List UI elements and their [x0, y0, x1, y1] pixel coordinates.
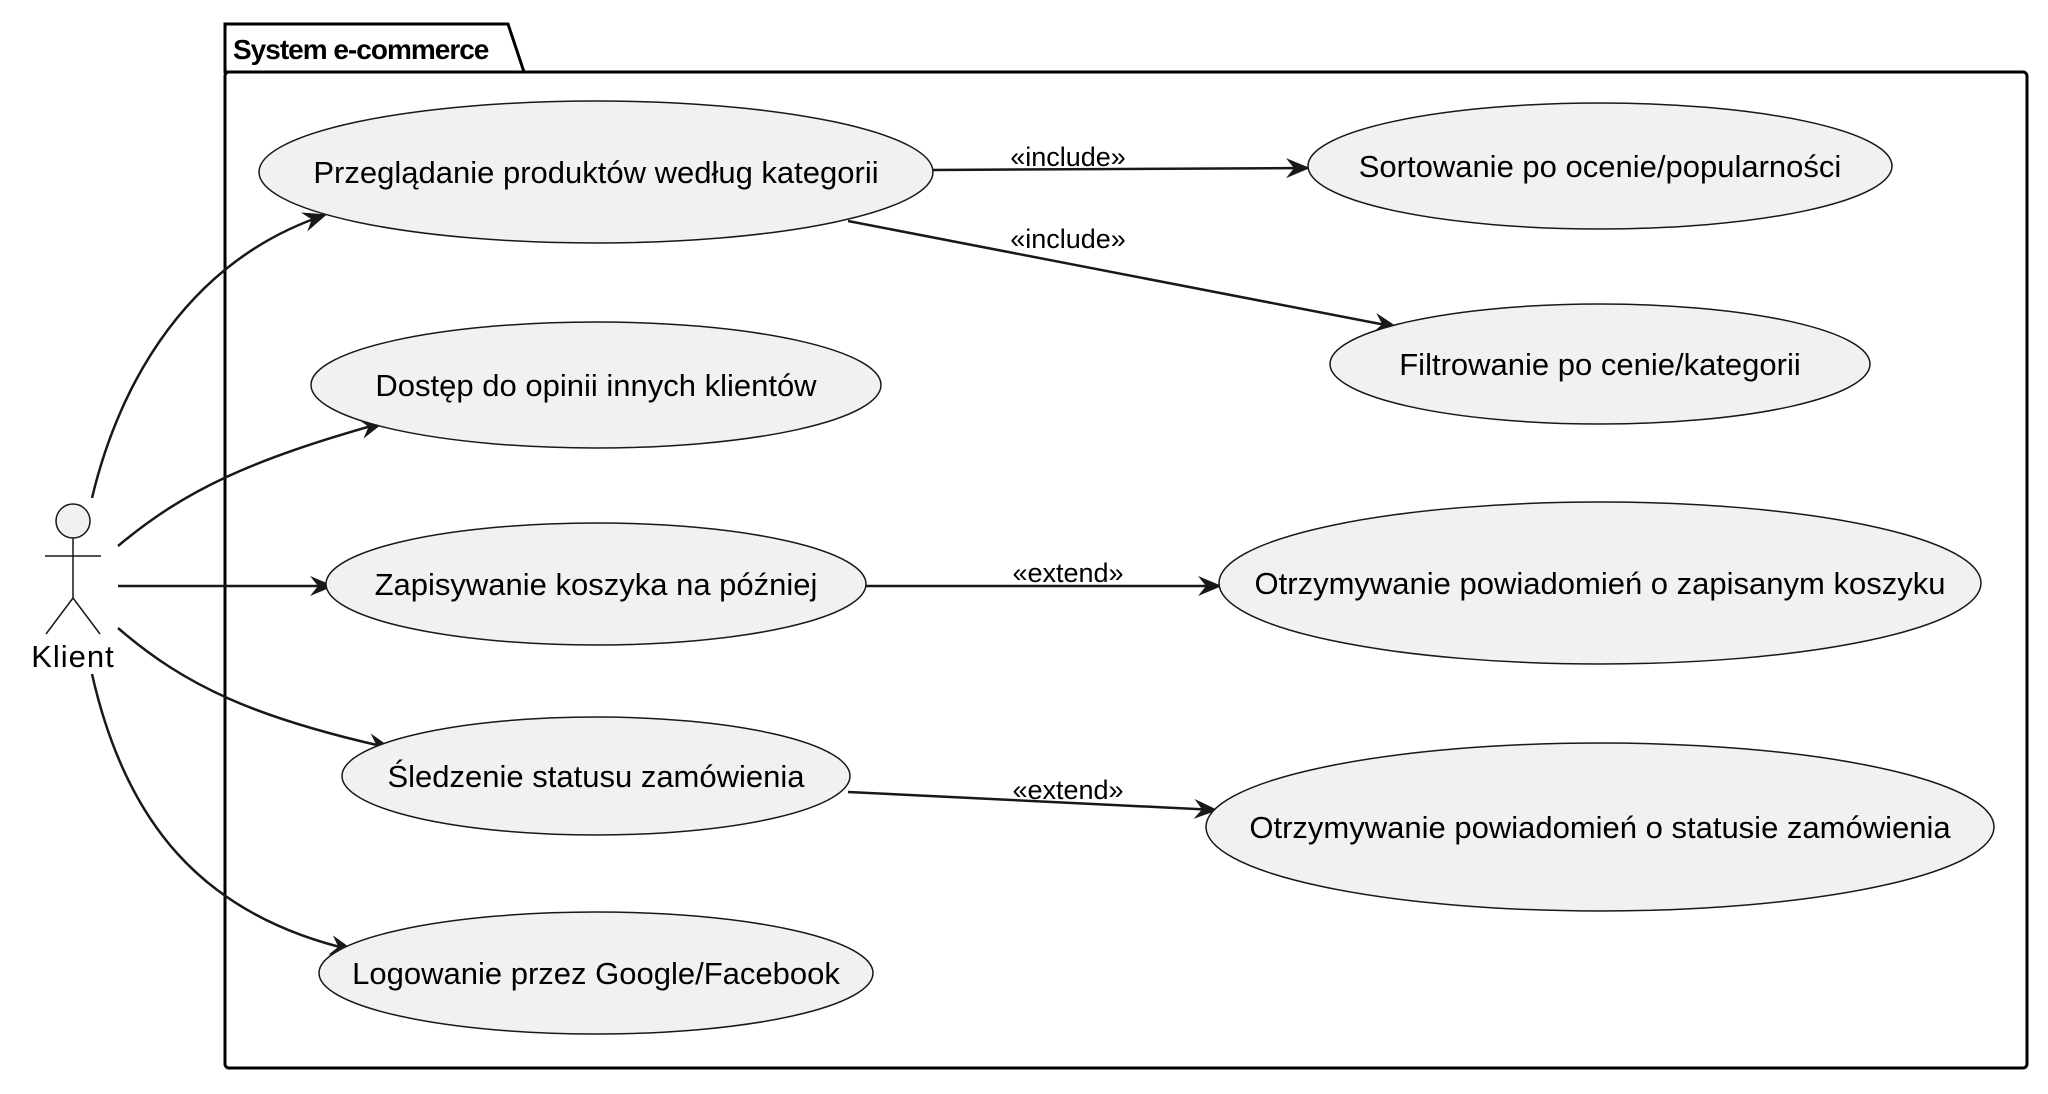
package-title: System e-commerce — [233, 34, 489, 65]
actor-associations — [90, 212, 392, 955]
use-case-reviews-label: Dostęp do opinii innych klientów — [375, 368, 817, 403]
use-case-login[interactable]: Logowanie przez Google/Facebook — [318, 911, 874, 1035]
use-case-filter-label: Filtrowanie po cenie/kategorii — [1399, 347, 1801, 382]
use-case-cart-notify-label: Otrzymywanie powiadomień o zapisanym kos… — [1255, 566, 1946, 601]
use-case-reviews[interactable]: Dostęp do opinii innych klientów — [310, 321, 882, 449]
actor-klient[interactable]: Klient — [31, 503, 115, 674]
extend-status-label: «extend» — [1012, 775, 1123, 805]
use-case-track[interactable]: Śledzenie statusu zamówienia — [341, 716, 851, 836]
use-case-status-notify-label: Otrzymywanie powiadomień o statusie zamó… — [1249, 810, 1951, 845]
use-case-login-label: Logowanie przez Google/Facebook — [352, 956, 840, 991]
actor-head — [55, 503, 91, 539]
include-filter-line — [847, 219, 1398, 333]
use-case-browse-label: Przeglądanie produktów według kategorii — [313, 155, 878, 190]
dependency-relations: «include» «include» «extend» «extend» — [847, 142, 1398, 819]
use-case-browse[interactable]: Przeglądanie produktów według kategorii — [258, 100, 934, 244]
association-login — [90, 673, 354, 955]
include-filter-label: «include» — [1010, 224, 1126, 254]
use-case-save-cart-label: Zapisywanie koszyka na później — [375, 567, 818, 602]
use-case-status-notify[interactable]: Otrzymywanie powiadomień o statusie zamó… — [1205, 742, 1995, 912]
association-reviews — [117, 419, 384, 547]
actor-right-leg — [72, 597, 101, 635]
association-browse — [90, 212, 327, 499]
include-sort-line — [931, 158, 1310, 179]
association-track — [117, 627, 392, 753]
actor-left-leg — [45, 597, 74, 635]
use-case-sort-label: Sortowanie po ocenie/popularności — [1359, 149, 1842, 184]
extend-cart-label: «extend» — [1012, 558, 1123, 588]
use-case-save-cart[interactable]: Zapisywanie koszyka na później — [325, 522, 867, 646]
use-case-filter[interactable]: Filtrowanie po cenie/kategorii — [1329, 303, 1871, 425]
extend-status-line — [847, 790, 1218, 819]
use-case-track-label: Śledzenie statusu zamówienia — [387, 758, 805, 794]
use-case-sort[interactable]: Sortowanie po ocenie/popularności — [1307, 102, 1893, 230]
use-case-cart-notify[interactable]: Otrzymywanie powiadomień o zapisanym kos… — [1218, 501, 1982, 665]
actor-name: Klient — [31, 639, 115, 674]
include-sort-label: «include» — [1010, 142, 1126, 172]
